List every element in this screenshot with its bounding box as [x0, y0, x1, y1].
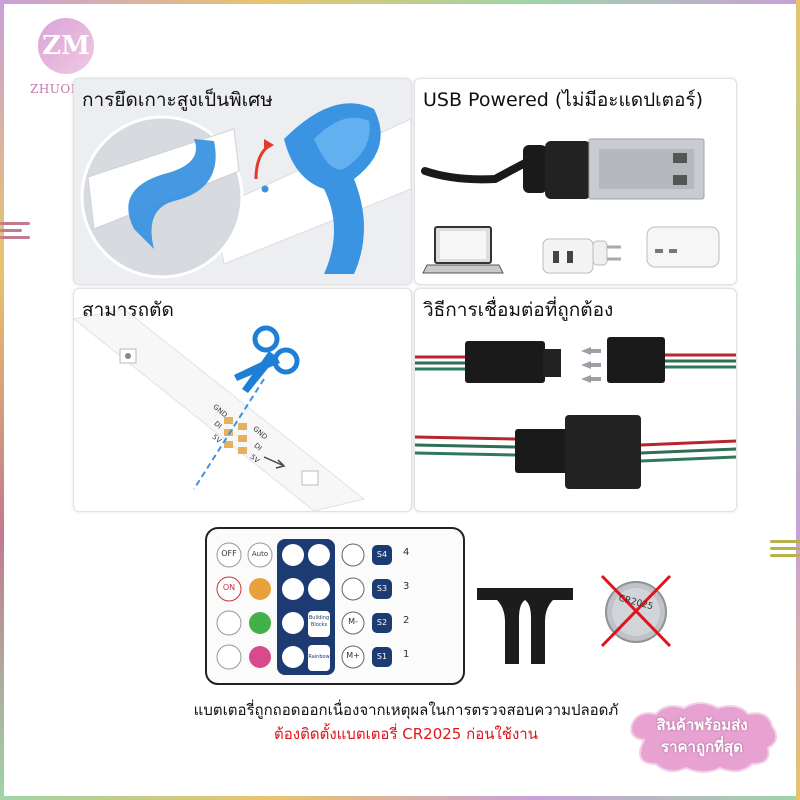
wall-charger-icon — [542, 238, 621, 274]
remote-4-button: 4 — [403, 547, 410, 558]
adhesive-illustration — [74, 79, 411, 284]
frame-left-bars — [0, 218, 30, 243]
promo-badge-text: สินค้าพร้อมส่ง ราคาถูกที่สุด — [622, 714, 782, 758]
remote-on-button: ON — [222, 583, 236, 592]
remote-3-button: 3 — [403, 581, 410, 592]
remote-rainbow-button: Rainbow — [308, 654, 330, 660]
panel-connect-title: วิธีการเชื่อมต่อที่ถูกต้อง — [423, 299, 614, 321]
coin-battery-icon — [600, 574, 672, 648]
scissors-icon — [234, 325, 300, 393]
usb-illustration — [421, 138, 720, 274]
panel-usb-powered: USB Powered (ไม่มีอะแดปเตอร์) — [414, 78, 737, 285]
frame-left-edge — [0, 0, 4, 800]
promo-badge: สินค้าพร้อมส่ง ราคาถูกที่สุด — [622, 700, 782, 776]
frame-right-edge — [796, 0, 800, 800]
panel-usb-title: USB Powered (ไม่มีอะแดปเตอร์) — [423, 89, 703, 111]
panel-adhesive: การยึดเกาะสูงเป็นพิเศษ — [73, 78, 412, 285]
remote-1-button: 1 — [403, 649, 410, 660]
panel-cut-title: สามารถตัด — [82, 299, 174, 321]
remote-s2-button: S2 — [376, 618, 388, 627]
remote-m-minus-button: M- — [348, 617, 358, 626]
battery-holder-clip — [477, 588, 573, 664]
battery-install-note: ต้องติดตั้งแบตเตอรี่ CR2025 ก่อนใช้งาน — [274, 725, 538, 743]
laptop-icon — [422, 226, 504, 274]
remote-m-plus-button: M+ — [346, 651, 360, 660]
battery-removed-note: แบตเตอรี่ถูกถอดออกเนื่องจากเหตุผลในการตร… — [193, 701, 619, 719]
remote-s4-button: S4 — [376, 550, 388, 559]
promo-line-cheapest: ราคาถูกที่สุด — [661, 738, 743, 756]
power-bank-icon — [646, 226, 720, 268]
remote-control: OFF ON Auto Building Blocks Rainbow M- M… — [205, 527, 465, 687]
remote-building-blocks-button: Building Blocks — [308, 615, 330, 628]
panel-cuttable: สามารถตัด GND DI 5V GND DI 5V — [73, 288, 412, 512]
battery-crossed-out: CR2025 — [596, 570, 676, 650]
cloud-shape — [630, 702, 778, 773]
frame-top-edge — [0, 0, 800, 4]
direction-arrows-icon — [581, 347, 601, 383]
connection-illustration — [415, 337, 736, 489]
panel-connection: วิธีการเชื่อมต่อที่ถูกต้อง — [414, 288, 737, 512]
remote-auto-button: Auto — [251, 550, 269, 558]
remote-body — [205, 527, 465, 685]
frame-bottom-edge — [0, 796, 800, 800]
panel-adhesive-title: การยึดเกาะสูงเป็นพิเศษ — [82, 89, 273, 111]
remote-off-button: OFF — [221, 549, 237, 558]
promo-line-in-stock: สินค้าพร้อมส่ง — [656, 716, 748, 734]
remote-s3-button: S3 — [376, 584, 388, 593]
logo-badge: ZM — [38, 18, 94, 74]
frame-right-bars — [770, 536, 800, 561]
remote-2-button: 2 — [403, 615, 410, 626]
remote-s1-button: S1 — [376, 652, 388, 661]
cut-illustration — [74, 308, 366, 511]
